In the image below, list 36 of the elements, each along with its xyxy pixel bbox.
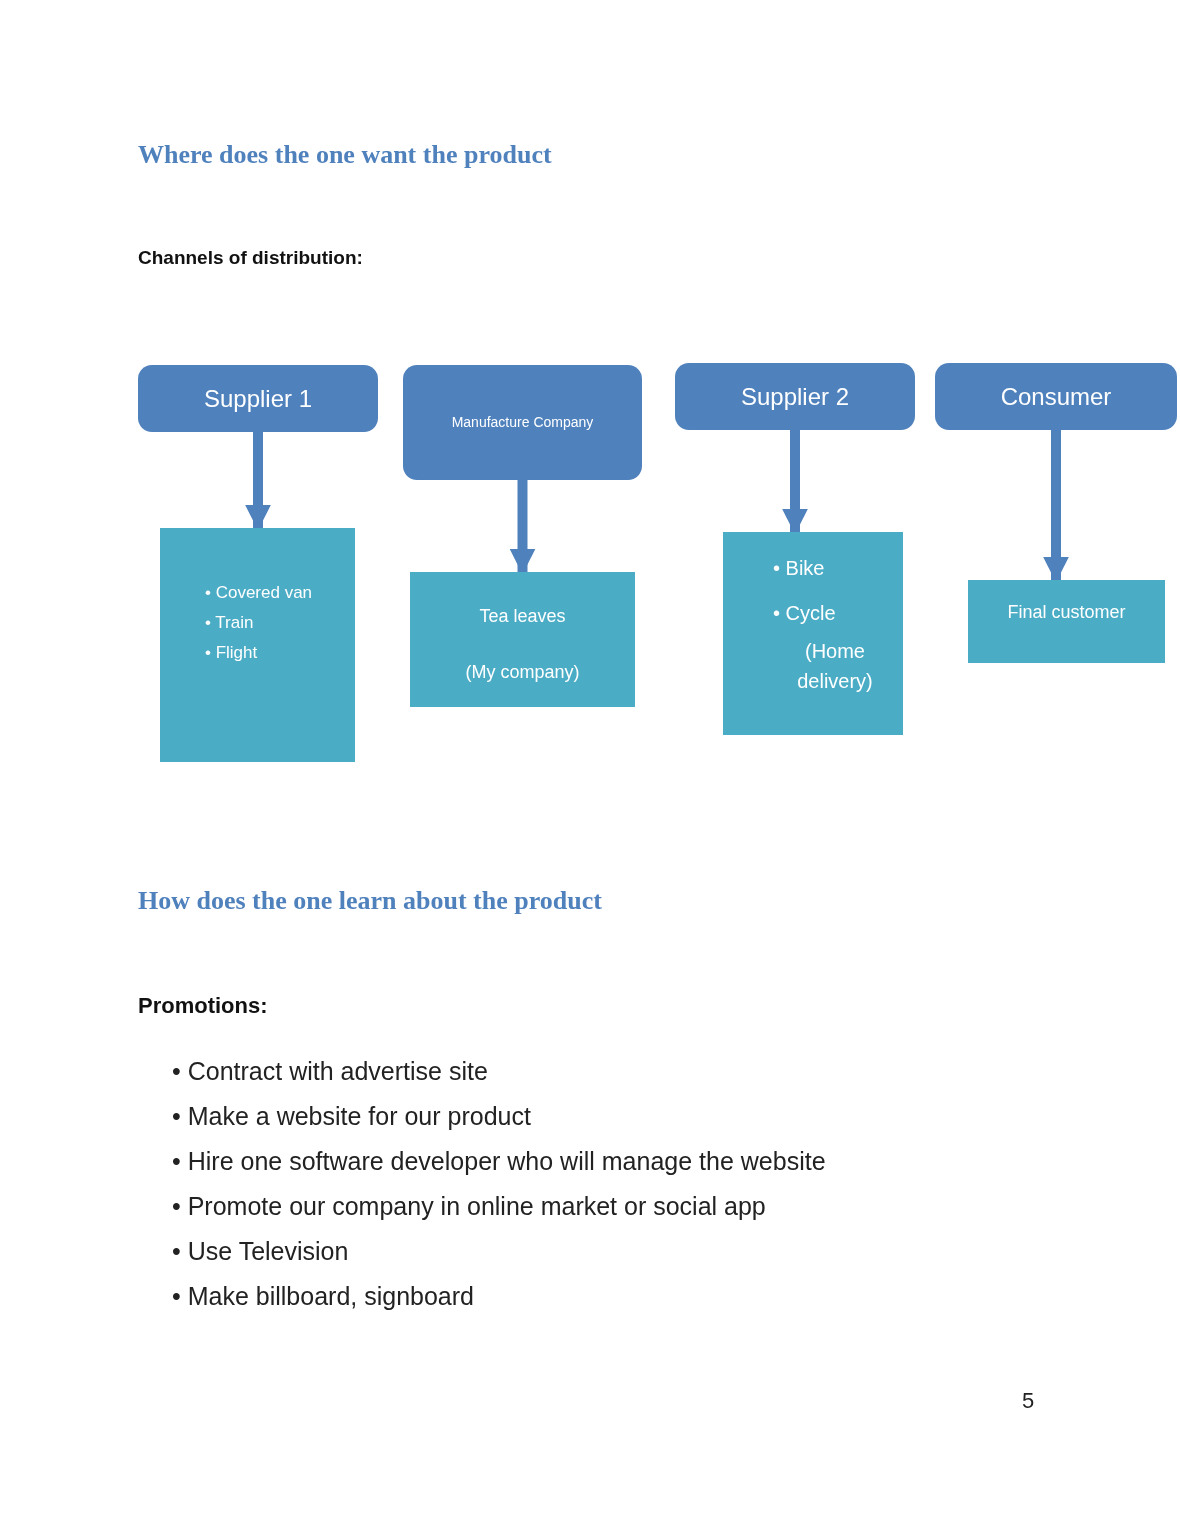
list-item: • Bike [773,556,826,581]
box-text: Final customer [1007,601,1126,624]
detail-box [160,528,355,762]
channel-box [403,365,642,480]
list-item: • Promote our company in online market or social app [172,1191,767,1222]
list-item: • Make a website for our product [172,1101,532,1132]
section-heading: How does the one learn about the product [138,886,602,916]
box-label: Consumer [1000,381,1112,412]
detail-box [410,572,635,707]
arrow [245,432,271,531]
sub-heading: Promotions: [138,993,268,1019]
list-item: • Train [205,612,255,634]
detail-box [723,532,903,735]
detail-box [968,580,1165,663]
page-number: 5 [1022,1388,1035,1414]
box-label: Supplier 1 [203,383,313,414]
arrow [782,430,808,535]
list-item: • Contract with advertise site [172,1056,489,1087]
list-item: • Flight [205,642,259,664]
channel-box [675,363,915,430]
box-label: Manufacture Company [451,413,594,432]
section-heading: Where does the one want the product [138,140,552,170]
arrow [1043,430,1069,583]
sub-heading: Channels of distribution: [138,247,363,269]
channel-box [138,365,378,432]
box-text: Tea leaves [479,605,566,628]
box-text: (Home delivery) [796,639,874,694]
list-item: • Covered van [205,582,313,604]
list-item: • Hire one software developer who will manage the website [172,1146,826,1177]
arrow [509,480,536,575]
list-item: • Use Television [172,1236,350,1267]
box-text: (My company) [465,661,580,684]
list-item: • Make billboard, signboard [172,1281,475,1312]
box-label: Supplier 2 [740,381,850,412]
channel-box [935,363,1177,430]
list-item: • Cycle [773,601,836,626]
